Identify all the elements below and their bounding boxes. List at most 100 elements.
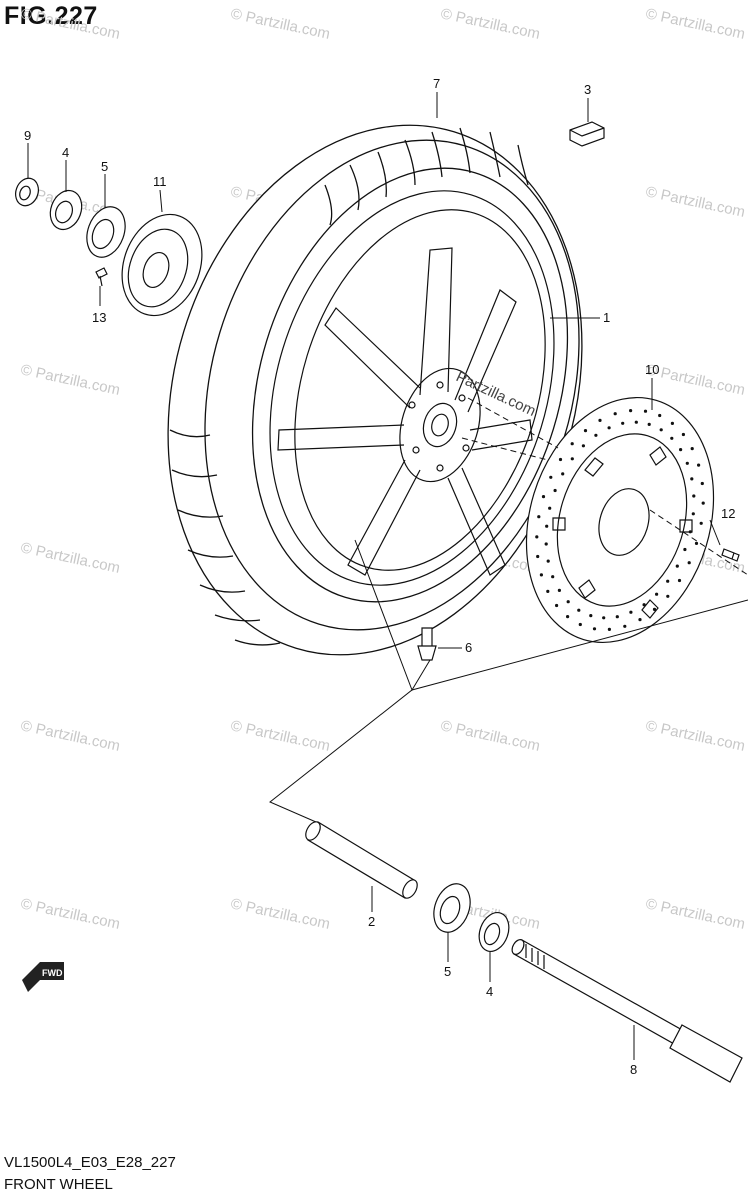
disc-hole (694, 541, 699, 546)
callout-6: 6 (465, 640, 472, 655)
callout-11: 12 (721, 506, 735, 521)
callout-9: 9 (24, 128, 31, 143)
callout-3: 3 (584, 82, 591, 97)
disc-hole (546, 589, 550, 594)
callout-labels: 7 3 1 9 4 5 11 13 10 12 6 2 5 4 8 (24, 76, 735, 1077)
disc-hole (690, 477, 694, 481)
disc-hole (670, 421, 675, 425)
disc-hole (546, 559, 550, 563)
balancer-weight (569, 121, 605, 147)
callout-5-bottom: 5 (444, 964, 451, 979)
watermark-text: © Partzilla.com (229, 717, 331, 755)
disc-hole (692, 494, 696, 498)
watermark-text: © Partzilla.com (19, 5, 121, 43)
disc-hole (681, 432, 686, 437)
disc-hole (570, 457, 574, 461)
disc-hole (679, 448, 683, 452)
callout-4-bottom: 4 (486, 984, 493, 999)
disc-hole (577, 608, 581, 612)
watermark-text: © Partzilla.com (19, 361, 121, 399)
disc-hole (589, 614, 593, 618)
watermark-text: © Partzilla.com (644, 717, 746, 755)
disc-hole (594, 433, 598, 437)
watermark-text: © Partzilla.com (644, 895, 746, 933)
disc-hole (638, 618, 642, 622)
disc-hole (544, 542, 548, 546)
wheel-rim (269, 190, 555, 586)
callout-1: 1 (603, 310, 610, 325)
disc-hole (598, 418, 602, 422)
disc-hole (697, 463, 701, 467)
figure-title: FIG.227 (4, 2, 98, 30)
callout-12: 11 (153, 174, 167, 189)
disc-hole (629, 409, 633, 413)
watermark-text: © Partzilla.com (644, 5, 746, 43)
disc-hole (687, 561, 691, 565)
disc-hole (561, 472, 565, 476)
dust-seal-bottom (478, 912, 510, 952)
disc-hole (655, 592, 659, 596)
disc-hole (551, 575, 555, 579)
disc-hole (535, 535, 539, 539)
assembly-lines (269, 397, 748, 823)
disc-hole (558, 457, 563, 462)
callout-13: 13 (92, 310, 106, 325)
disc-hole (536, 554, 540, 559)
disc-hole (555, 603, 559, 608)
disc-hole (691, 512, 695, 516)
collar (15, 177, 39, 207)
watermark-text: © Partzilla.com (229, 5, 331, 43)
disc-hole (592, 627, 597, 631)
disc-hole (675, 564, 679, 568)
disc-hole (607, 627, 612, 632)
disc-hole (549, 475, 553, 479)
disc-hole (643, 409, 648, 413)
watermark-text: © Partzilla.com (644, 361, 746, 399)
callout-10: 10 (645, 362, 659, 377)
watermark-text: © Partzilla.com (19, 539, 121, 577)
disc-hole (701, 501, 705, 505)
disc-hole (666, 579, 670, 583)
disc-bolt (721, 548, 740, 562)
disc-hole (647, 422, 651, 426)
disc-hole (566, 600, 570, 604)
brake-disc (525, 397, 715, 643)
disc-hole (539, 573, 544, 577)
disc-hole (602, 616, 606, 620)
watermark-text: © Partzilla.com (19, 895, 121, 933)
watermark-text: © Partzilla.com (19, 717, 121, 755)
section-name: FRONT WHEEL (4, 1176, 113, 1193)
disc-hole (683, 547, 687, 552)
model-code: VL1500L4_E03_E28_227 (4, 1154, 176, 1171)
disc-hole (629, 610, 633, 614)
disc-hole (699, 521, 703, 525)
callout-5-top: 5 (101, 159, 108, 174)
disc-hole (615, 615, 619, 619)
disc-hole (607, 426, 611, 430)
disc-hole (583, 429, 588, 433)
callout-4-top: 4 (62, 145, 69, 160)
disc-hole (690, 447, 694, 451)
disc-hole (570, 442, 574, 446)
callout-7: 7 (433, 76, 440, 91)
callout-8: 8 (630, 1062, 637, 1077)
dust-seal-top (49, 189, 83, 231)
disc-hole (557, 588, 562, 593)
fwd-arrow-icon: FWD (22, 962, 64, 992)
speedometer-gearbox (121, 213, 203, 317)
fwd-label: FWD (42, 968, 63, 978)
bearing-bottom (433, 883, 471, 933)
disc-hole (677, 578, 682, 583)
screw (95, 267, 108, 287)
tire-valve (417, 627, 437, 661)
disc-hole (623, 624, 627, 628)
watermark-text: © Partzilla.com (439, 5, 541, 43)
disc-hole (621, 421, 625, 425)
axle (511, 939, 743, 1083)
disc-hole (634, 420, 638, 424)
disc-hole (658, 413, 662, 418)
disc-hole (537, 515, 541, 519)
disc-hole (553, 488, 557, 493)
disc-hole (613, 412, 617, 416)
